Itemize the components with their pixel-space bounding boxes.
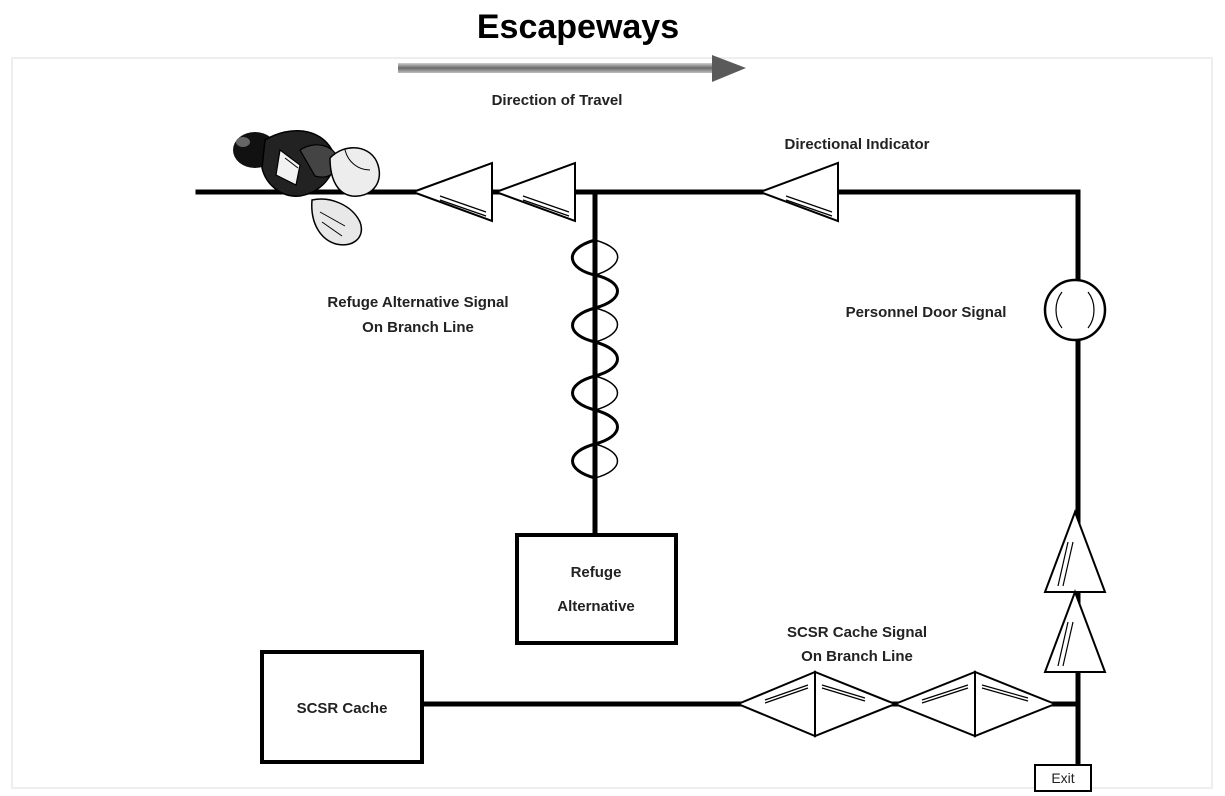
diagram-frame xyxy=(11,57,1213,789)
vertical-cone-1 xyxy=(1043,509,1107,593)
scsr-cache-label: SCSR Cache xyxy=(297,700,388,717)
refuge-signal-coil-back xyxy=(594,239,619,479)
exit-box xyxy=(1034,764,1092,792)
refuge-signal-label-2: On Branch Line xyxy=(362,319,474,336)
directional-indicator-label: Directional Indicator xyxy=(784,136,929,153)
personnel-door-signal-icon xyxy=(1043,278,1107,342)
arrow-right-icon xyxy=(398,55,746,82)
vertical-cone-2 xyxy=(1043,589,1107,673)
directional-cone-2 xyxy=(493,161,576,223)
directional-cone-3 xyxy=(757,161,839,223)
scsr-signal-label-1: SCSR Cache Signal xyxy=(787,624,927,641)
directional-cone-1 xyxy=(410,161,493,223)
scsr-cache-box xyxy=(260,650,424,764)
refuge-alternative-box xyxy=(515,533,678,645)
scsr-signal-cone-pair-2 xyxy=(892,670,1058,738)
scsr-signal-cone-pair-1 xyxy=(735,670,898,738)
diagram-title: Escapeways xyxy=(477,8,679,46)
personnel-door-signal-label: Personnel Door Signal xyxy=(846,304,1007,321)
scsr-signal-label-2: On Branch Line xyxy=(801,648,913,665)
crawling-miner-icon xyxy=(233,129,381,246)
direction-of-travel-label: Direction of Travel xyxy=(492,92,623,109)
exit-label: Exit xyxy=(1051,770,1074,786)
refuge-signal-label-1: Refuge Alternative Signal xyxy=(327,294,508,311)
refuge-box-label-1: Refuge xyxy=(571,564,622,581)
refuge-box-label-2: Alternative xyxy=(557,598,635,615)
